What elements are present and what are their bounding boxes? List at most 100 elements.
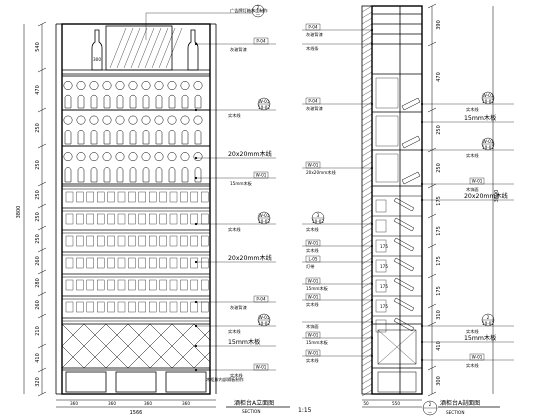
svg-text:—: — — [428, 410, 432, 415]
svg-text:W-01: W-01 — [308, 241, 319, 246]
shelf-item — [117, 257, 126, 269]
shelf-item — [180, 213, 188, 225]
shelf-item — [169, 235, 178, 247]
bottle-shape — [168, 94, 176, 109]
bottle-shape — [129, 94, 137, 109]
right-height-label: 175 — [436, 196, 442, 206]
shelf-item — [128, 279, 136, 291]
shelf-item — [128, 235, 136, 247]
shelf-item — [138, 235, 146, 247]
shelf-item — [76, 213, 84, 225]
svg-text:实木线: 实木线 — [466, 328, 479, 335]
shelf-item — [65, 191, 74, 203]
shelf-item — [138, 191, 146, 203]
right-height-label: 300 — [436, 376, 442, 386]
right-height-label: 175 — [436, 286, 442, 296]
svg-text:实木线: 实木线 — [306, 301, 319, 308]
right-title: 酒柜台A剖面图 — [440, 399, 480, 407]
bottle-shape — [142, 94, 150, 109]
right-height-label: 310 — [436, 310, 442, 320]
bottle-shape — [181, 94, 189, 109]
bottle-end — [141, 115, 151, 125]
bottle-end — [63, 115, 73, 125]
shelf-item — [190, 279, 198, 291]
svg-text:—: — — [256, 12, 260, 17]
shelf-item — [190, 213, 198, 225]
bottle-shape — [90, 129, 98, 145]
svg-text:15mm木板: 15mm木板 — [230, 180, 253, 187]
bottle-end — [128, 152, 138, 162]
shelf-item — [149, 191, 157, 203]
shelf-item — [86, 301, 94, 313]
bottle-end — [102, 152, 112, 162]
section-annotation-right: 15mm木板 — [421, 334, 514, 343]
left-total-height: 3800 — [16, 206, 22, 219]
section-annotation-right: W-01 木饰面 — [421, 177, 514, 193]
svg-text:3: 3 — [317, 213, 320, 218]
bottle-end — [63, 81, 73, 90]
shelf-item — [86, 279, 94, 291]
bottle-end — [154, 115, 164, 125]
left-width-label: 360 — [182, 401, 190, 406]
inner-dim-label: 175 — [380, 244, 388, 249]
left-height-label: 540 — [35, 42, 41, 52]
diamond-lattice — [62, 324, 210, 368]
shelf-item — [190, 301, 198, 313]
svg-text:实木线: 实木线 — [228, 328, 241, 335]
svg-text:W-01: W-01 — [472, 179, 483, 184]
shelf-item — [138, 257, 146, 269]
left-title: 酒柜台A立面图 — [234, 399, 274, 407]
bottom-note: 木柜按内部隔板制作 — [206, 376, 245, 383]
bottle-shape — [181, 167, 189, 183]
svg-text:10-02: 10-02 — [482, 321, 495, 326]
svg-text:2: 2 — [487, 315, 490, 320]
bottle-end — [128, 81, 138, 90]
left-width-label: 360 — [108, 401, 116, 406]
svg-text:木饰面: 木饰面 — [466, 186, 479, 193]
left-height-label: 320 — [35, 377, 41, 387]
tilted-bottle — [393, 197, 415, 212]
shelf-item — [149, 279, 157, 291]
bottle-shape — [103, 94, 111, 109]
tilted-bottle — [393, 277, 415, 292]
svg-text:实木线: 实木线 — [306, 247, 319, 254]
annotation-a9: 15mm木板 — [194, 338, 276, 348]
shelf-item — [117, 191, 126, 203]
annotation-a3: 20x20mm木线 — [194, 150, 276, 160]
bottle-end — [167, 115, 177, 125]
section-left-annotations: P-04灰玻背漆木线条P-04灰玻背漆W-0120x20mm木线310-02实木… — [302, 23, 373, 364]
svg-text:实木线: 实木线 — [466, 362, 479, 369]
svg-text:实木线: 实木线 — [230, 372, 243, 379]
annotation-a6: 20x20mm木线 — [194, 254, 276, 264]
bottle-end — [89, 152, 99, 162]
left-height-label: 260 — [35, 300, 41, 310]
shelf-item — [128, 191, 136, 203]
shelf-item — [65, 235, 74, 247]
left-height-label: 250 — [35, 190, 41, 200]
shelf-item — [149, 235, 157, 247]
shelf-item — [97, 257, 105, 269]
shelf-item — [149, 301, 157, 313]
inner-dim-label: 175 — [380, 284, 388, 289]
svg-text:木饰面: 木饰面 — [306, 323, 319, 330]
bottle-shape — [155, 94, 163, 109]
bottle-end — [115, 115, 125, 125]
svg-text:W-01: W-01 — [308, 295, 319, 300]
bottle-end — [63, 152, 73, 162]
tilted-bottle — [393, 217, 415, 232]
svg-text:实木线: 实木线 — [228, 226, 241, 233]
svg-text:灰玻背漆: 灰玻背漆 — [306, 31, 323, 38]
bottle-end — [193, 115, 203, 125]
svg-text:50: 50 — [363, 401, 369, 406]
shelf-item — [159, 279, 167, 291]
bottle-end — [102, 115, 112, 125]
bottle-shape — [116, 129, 124, 145]
svg-text:灯带: 灯带 — [306, 263, 314, 270]
left-elevation: 300 3800 5404702502502502502502602802602… — [16, 4, 312, 416]
svg-text:W-01: W-01 — [259, 99, 270, 104]
bottle-shape — [194, 94, 202, 109]
